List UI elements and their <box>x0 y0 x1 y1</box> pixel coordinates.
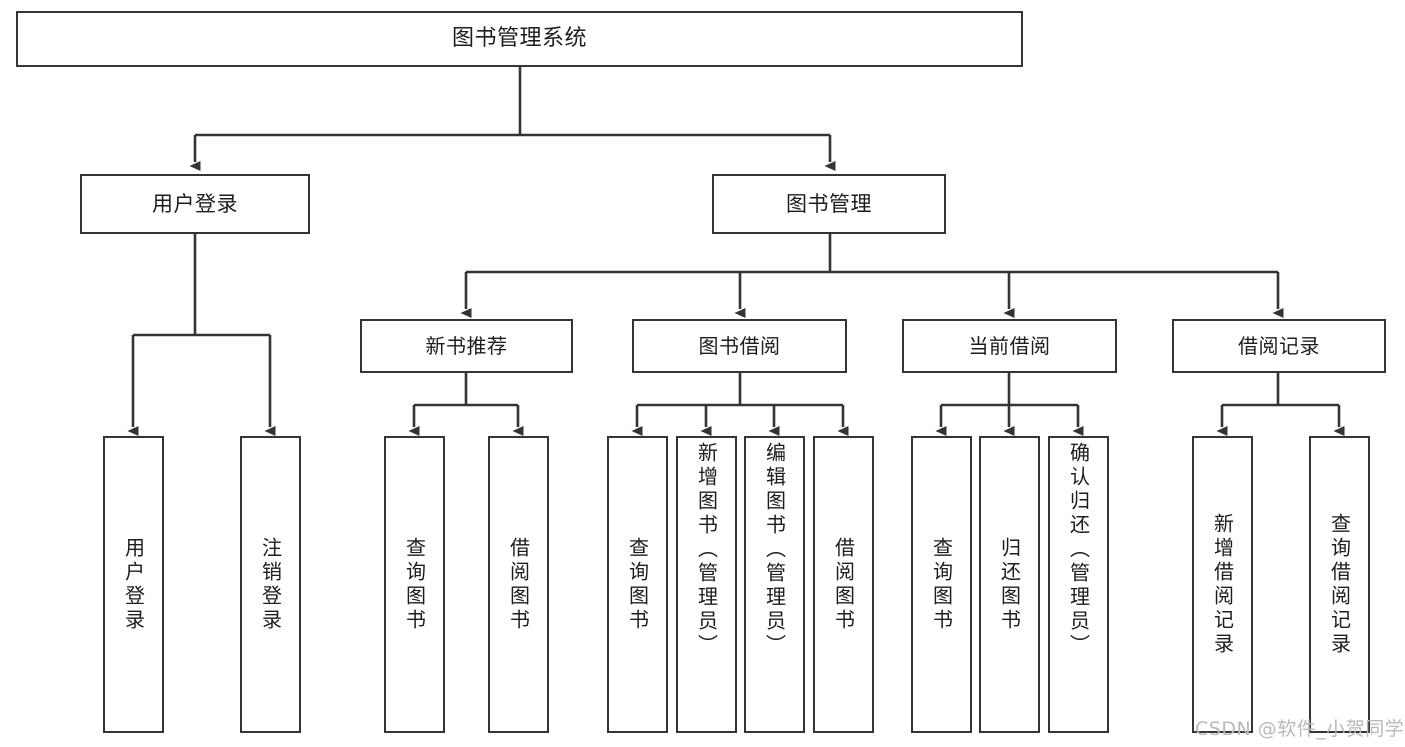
node-leaf-user-login-label: 用户登录 <box>121 536 146 633</box>
node-leaf-confirm-return-label: 确认归还（管理员） <box>1066 442 1091 658</box>
node-book-management[interactable]: 图书管理 <box>712 174 946 234</box>
node-book-borrow-label: 图书借阅 <box>698 333 781 358</box>
node-root[interactable]: 图书管理系统 <box>16 11 1023 67</box>
node-leaf-return-book[interactable]: 归还图书 <box>979 436 1040 733</box>
node-leaf-query-book-3[interactable]: 查询图书 <box>911 436 972 733</box>
node-borrow-record-label: 借阅记录 <box>1238 333 1320 358</box>
node-leaf-user-login[interactable]: 用户登录 <box>103 436 164 733</box>
node-leaf-borrow-book-2[interactable]: 借阅图书 <box>813 436 874 733</box>
node-user-login[interactable]: 用户登录 <box>80 174 310 234</box>
node-leaf-add-record-label: 新增借阅记录 <box>1210 512 1235 657</box>
node-borrow-record[interactable]: 借阅记录 <box>1172 319 1386 373</box>
node-user-login-label: 用户登录 <box>152 191 238 216</box>
node-new-book-recommend-label: 新书推荐 <box>425 333 508 358</box>
node-leaf-borrow-book-1[interactable]: 借阅图书 <box>488 436 549 733</box>
node-book-management-label: 图书管理 <box>786 191 872 216</box>
node-leaf-query-book-1[interactable]: 查询图书 <box>384 436 445 733</box>
node-leaf-edit-book-label: 编辑图书（管理员） <box>762 442 787 658</box>
node-leaf-confirm-return[interactable]: 确认归还（管理员） <box>1048 436 1109 733</box>
node-leaf-query-record-label: 查询借阅记录 <box>1327 512 1352 657</box>
node-leaf-return-book-label: 归还图书 <box>997 536 1022 633</box>
node-leaf-borrow-book-2-label: 借阅图书 <box>831 536 856 633</box>
node-leaf-query-book-3-label: 查询图书 <box>929 536 954 633</box>
node-leaf-borrow-book-1-label: 借阅图书 <box>506 536 531 633</box>
node-book-borrow[interactable]: 图书借阅 <box>632 319 847 373</box>
node-leaf-query-book-2-label: 查询图书 <box>625 536 650 633</box>
node-leaf-query-book-2[interactable]: 查询图书 <box>607 436 668 733</box>
node-current-borrow[interactable]: 当前借阅 <box>902 319 1117 373</box>
node-leaf-edit-book[interactable]: 编辑图书（管理员） <box>744 436 805 733</box>
node-leaf-logout-login[interactable]: 注销登录 <box>240 436 301 733</box>
node-leaf-logout-login-label: 注销登录 <box>258 536 283 633</box>
node-leaf-add-book[interactable]: 新增图书（管理员） <box>676 436 737 733</box>
node-new-book-recommend[interactable]: 新书推荐 <box>360 319 573 373</box>
watermark-csdn: CSDN @软件_小贺同学 <box>1195 718 1405 740</box>
node-current-borrow-label: 当前借阅 <box>968 333 1051 358</box>
node-leaf-query-record[interactable]: 查询借阅记录 <box>1309 436 1370 733</box>
node-leaf-query-book-1-label: 查询图书 <box>402 536 427 633</box>
node-root-label: 图书管理系统 <box>451 26 587 52</box>
node-leaf-add-book-label: 新增图书（管理员） <box>694 442 719 658</box>
node-leaf-add-record[interactable]: 新增借阅记录 <box>1192 436 1253 733</box>
